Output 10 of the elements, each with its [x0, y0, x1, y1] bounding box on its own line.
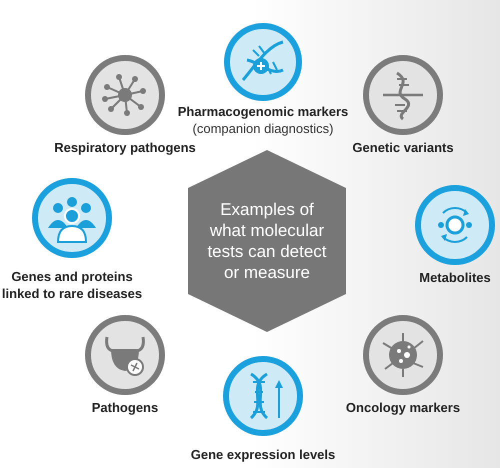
category-label: Respiratory pathogens	[54, 139, 196, 156]
category-label: Gene expression levels	[190, 446, 336, 463]
category-label: Genetic variants	[352, 139, 454, 156]
category-label: Genes and proteins linked to rare diseases	[0, 268, 144, 302]
category-label: Pharmacogenomic markers	[178, 103, 348, 120]
category-label: Oncology markers	[346, 399, 460, 416]
category-label: Metabolites	[419, 269, 491, 286]
category-label: Pathogens	[92, 399, 158, 416]
center-title: Examples of what molecular tests can detect or measure	[206, 199, 328, 283]
category-note: (companion diagnostics)	[192, 120, 334, 137]
